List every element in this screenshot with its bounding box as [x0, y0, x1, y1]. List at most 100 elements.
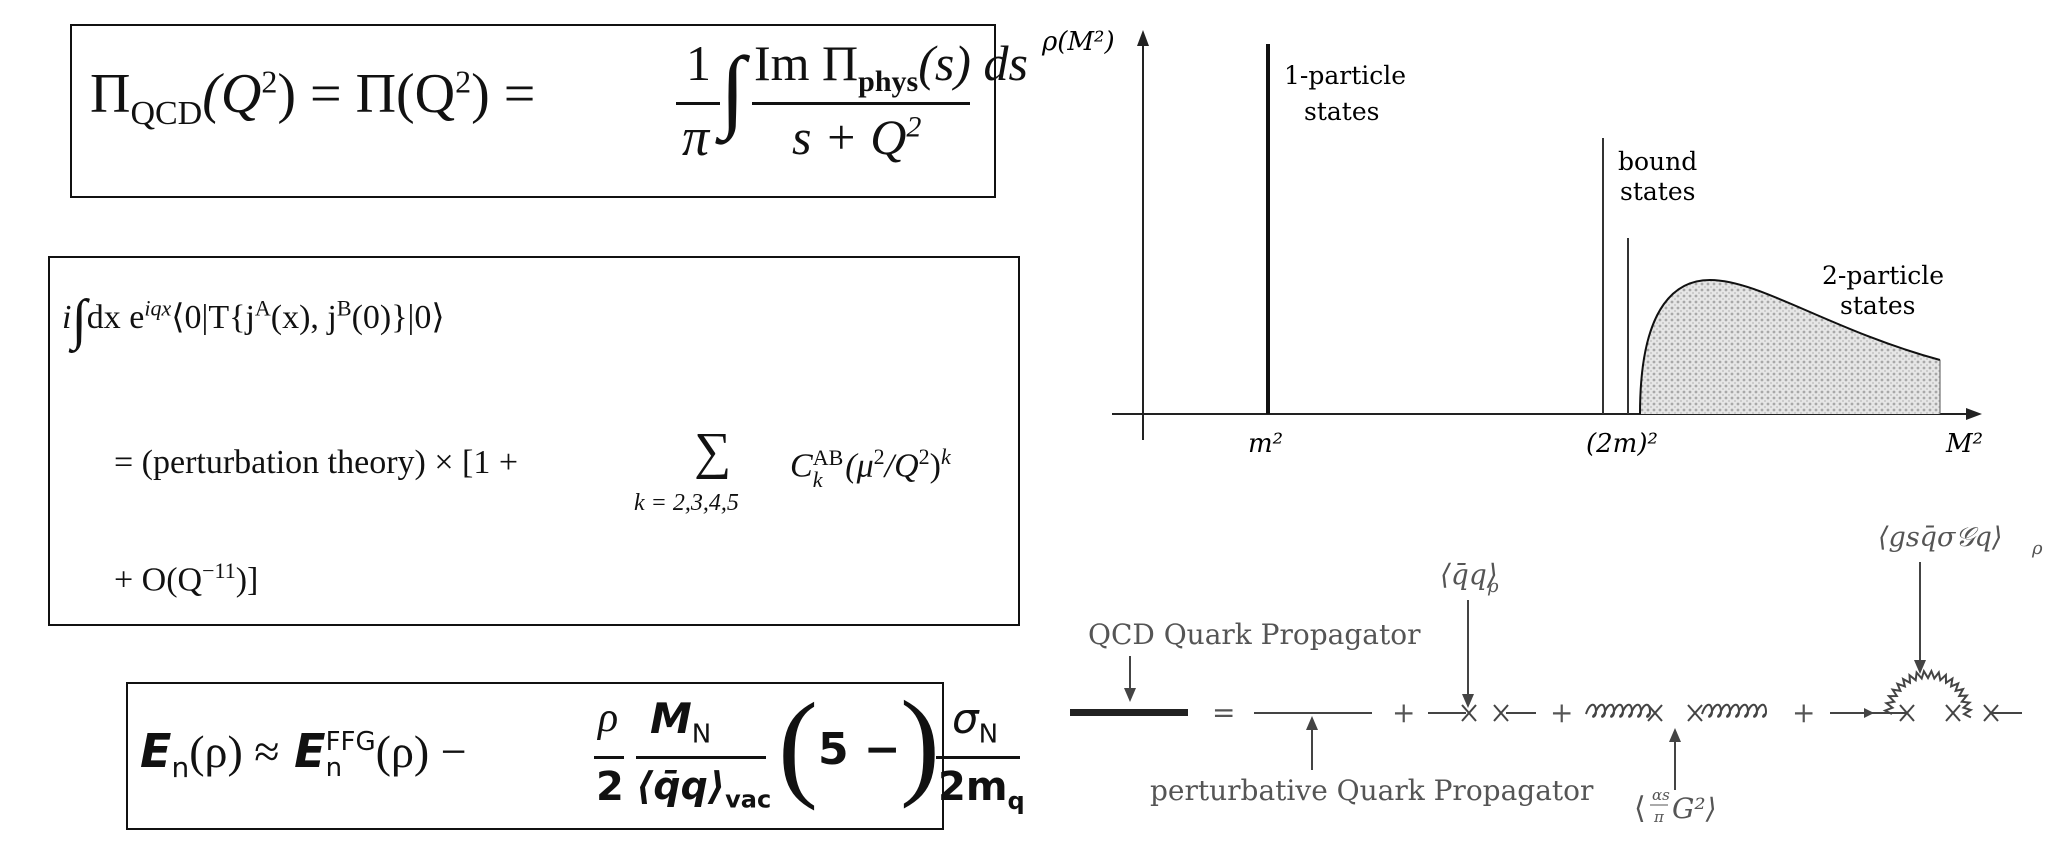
tick-m2: m²: [1248, 429, 1283, 459]
eq3-f2-num: MN: [650, 694, 711, 749]
full-propagator-line: [1070, 709, 1188, 716]
eq3-f3-den: 2mq: [938, 764, 1025, 815]
cross-icon-1: [1461, 704, 1509, 722]
eq1-lhs-sub: QCD: [130, 95, 203, 133]
eq2-dx: dx e: [86, 299, 145, 336]
eq2-i: i: [62, 299, 72, 336]
cond-mixed-sub: ρ: [2031, 538, 2043, 559]
eq2-O: + O(Q: [114, 561, 203, 599]
eq3-E-sub: n: [171, 751, 190, 785]
cond-glue-open: ⟨: [1634, 791, 1646, 826]
equals-sign: =: [1212, 696, 1235, 729]
qcd-arrow-head: [1124, 688, 1136, 702]
gluon-line-left: [1585, 703, 1652, 718]
eq2-close: ): [929, 447, 941, 485]
eq3-five: 5 −: [818, 724, 901, 775]
eq3-f1-den: 2: [596, 764, 624, 810]
label-1particle-l2: states: [1304, 97, 1379, 126]
label-2particle-l2: states: [1840, 291, 1915, 320]
y-axis-arrow: [1137, 30, 1149, 46]
eq3-paren-close: ): [900, 676, 940, 809]
eq2-pert: = (perturbation theory) × [1 +: [114, 444, 519, 481]
spectral-density-diagram: ρ(M²) M² 1-particle states bound states …: [1041, 27, 1983, 459]
eq2-t: ⟨0|T{j: [171, 299, 255, 336]
propagator-diagram: QCD Quark Propagator ⟨q̄q⟩ ρ ⟨gsq̄σ𝒢q⟩ ρ…: [1070, 522, 2043, 826]
gluon-arc: [1882, 668, 1974, 719]
gluon-coil: [1701, 703, 1768, 718]
cond-qq-sub: ρ: [1487, 576, 1499, 597]
eq3-arg: (ρ) ≈: [189, 726, 280, 777]
eq2-mu-sup: 2: [873, 444, 885, 469]
qcd-propagator-label: QCD Quark Propagator: [1088, 618, 1421, 651]
eq1-arg1: (Q: [202, 63, 262, 125]
label-2particle-l1: 2-particle: [1822, 261, 1944, 290]
cond-qq-label: ⟨q̄q⟩: [1440, 558, 1498, 591]
x-axis-label: M²: [1945, 429, 1983, 459]
cond-qq-arrow-head: [1462, 694, 1474, 708]
eq2-O-sup: −11: [202, 558, 236, 583]
eq1-frac2-num-sub: phys: [858, 65, 919, 98]
eq1-frac2-num: Im Πphys(s) ds: [754, 34, 1028, 99]
pert-arrow-head: [1306, 716, 1318, 730]
eq2-integral: ∫: [71, 289, 87, 351]
eq1-frac1-den: π: [682, 107, 710, 167]
eq3-E2-sup: FFG: [325, 726, 376, 757]
eq3-qq-sub: vac: [725, 785, 772, 814]
eq2-Q: /Q: [884, 447, 919, 485]
cross-icon-3: [1899, 704, 1999, 722]
eq1-frac1-num: 1: [686, 35, 711, 91]
cond-mixed-arrow-head: [1914, 660, 1926, 674]
eq3-qq: ⟨q̄q⟩: [636, 764, 726, 808]
eq3-f1-bar: [594, 756, 624, 759]
label-bound-l1: bound: [1618, 147, 1697, 176]
eq2-line3: + O(Q−11)]: [114, 558, 258, 599]
eq3-f2-bar: [636, 756, 766, 759]
equation-1: ΠQCD(Q2) = Π(Q2) =: [90, 62, 535, 133]
eq2-O-end: )]: [235, 561, 259, 599]
eq1-frac2-num-a: Im Π: [754, 35, 859, 91]
eq1-arg2-sup: 2: [455, 63, 472, 100]
cross-icon-2: [1647, 704, 1703, 722]
y-axis-label: ρ(M²): [1041, 27, 1115, 57]
eq2-mu: (μ: [845, 447, 874, 485]
plus-3: +: [1792, 696, 1815, 729]
eq3-arg2: (ρ) −: [375, 726, 467, 777]
eq2-exp: iqx: [144, 295, 172, 321]
eq3-2m-sub: q: [1007, 787, 1025, 815]
eq1-frac2-den-a: s + Q: [792, 109, 907, 165]
cond-glue-num: αs: [1652, 786, 1670, 804]
eq1-frac2-den-sup: 2: [906, 110, 922, 144]
eq2-sum-sub: k = 2,3,4,5: [634, 490, 739, 516]
eq2-Q-sup: 2: [918, 444, 930, 469]
plus-1: +: [1392, 696, 1415, 729]
eq3-M-sub: N: [691, 719, 712, 750]
eq1-frac1-bar: [676, 102, 720, 105]
eq2-C-sup: AB: [812, 444, 844, 470]
eq2-C-sub: k: [812, 466, 823, 492]
equation-box-2: i∫dx eiqx⟨0|T{jA(x), jB(0)}|0⟩ = (pertur…: [48, 256, 1020, 626]
eq3-sigma: σ: [952, 694, 979, 743]
eq1-frac2-num-b: (s) ds: [918, 35, 1028, 91]
eq3-M: M: [650, 694, 692, 743]
eq2-k-sup: k: [940, 444, 951, 469]
cond-glue-close: G²⟩: [1672, 792, 1717, 825]
eq3-2m: 2m: [938, 764, 1008, 810]
eq1-arg2-end: ) =: [471, 63, 536, 125]
eq2-line2: = (perturbation theory) × [1 +: [114, 444, 518, 482]
eq2-C: C: [790, 447, 813, 485]
gluon-cond-arrow-head: [1669, 728, 1681, 742]
eq3-E2: E: [294, 724, 326, 778]
eq3-E2-sub: n: [325, 752, 343, 783]
eq1-frac2-den: s + Q2: [792, 108, 921, 166]
eq2-supA: A: [254, 295, 271, 321]
continuum-curve: [1639, 278, 1941, 415]
eq2-line1: i∫dx eiqx⟨0|T{jA(x), jB(0)}|0⟩: [62, 288, 445, 352]
perturbative-propagator-label: perturbative Quark Propagator: [1150, 774, 1594, 807]
eq2-sum: ∑: [694, 423, 732, 480]
eq2-end: (0)}|0⟩: [351, 299, 445, 336]
tick-2m2: (2m)²: [1586, 429, 1658, 459]
cond-glue-den: π: [1653, 808, 1665, 826]
